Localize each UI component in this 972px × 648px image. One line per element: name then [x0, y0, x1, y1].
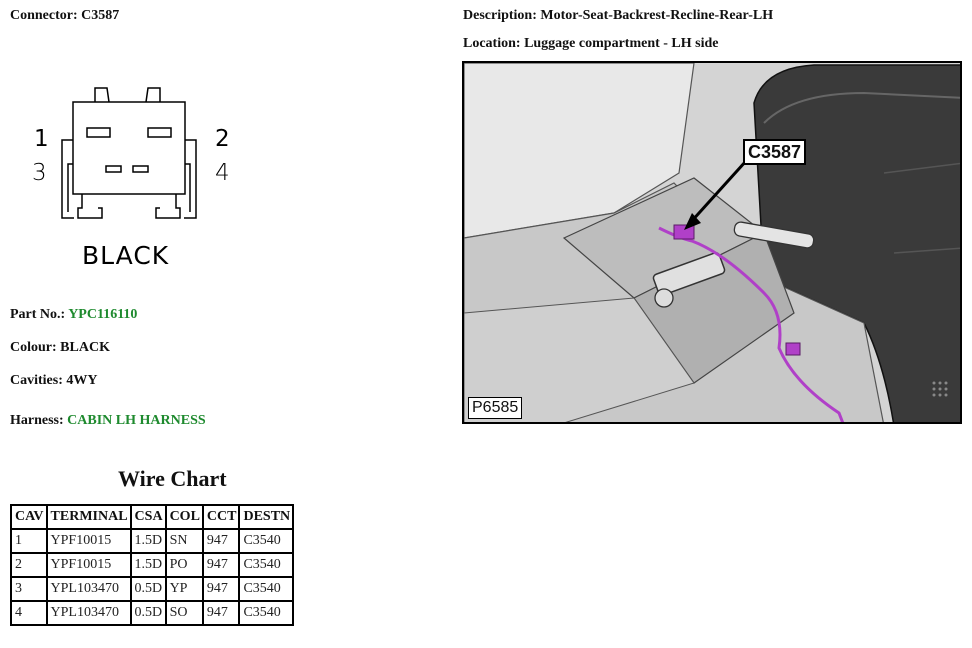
- photo-connector-callout: C3587: [743, 139, 807, 165]
- cell-csa: 1.5D: [129, 528, 167, 554]
- connector-top-tab-right: [145, 87, 161, 103]
- photo-reference-code: P6585: [468, 397, 523, 419]
- pin-label-3: 3: [32, 160, 47, 186]
- cell-destn: C3540: [238, 576, 295, 602]
- colour-line: Colour: BLACK: [10, 340, 110, 356]
- harness-link[interactable]: CABIN LH HARNESS: [67, 413, 206, 428]
- harness-line: Harness: CABIN LH HARNESS: [10, 413, 206, 429]
- colour-label: Colour:: [10, 340, 57, 355]
- location-illustration: [464, 63, 960, 422]
- connector-line: Connector: C3587: [10, 8, 119, 24]
- table-row: 4 YPL103470 0.5D SO 947 C3540: [10, 600, 295, 626]
- location-value: Luggage compartment - LH side: [524, 36, 719, 51]
- description-line: Description: Motor-Seat-Backrest-Recline…: [463, 8, 773, 24]
- cell-col: YP: [164, 576, 204, 602]
- cell-cct: 947: [201, 528, 241, 554]
- connector-label: Connector:: [10, 8, 78, 23]
- cell-cct: 947: [201, 600, 241, 626]
- header-cct: CCT: [201, 504, 241, 530]
- part-no-link[interactable]: YPC116110: [68, 307, 138, 322]
- cell-csa: 0.5D: [129, 600, 167, 626]
- header-cav: CAV: [10, 504, 48, 530]
- description-label: Description:: [463, 8, 537, 23]
- cavity-3: [105, 165, 122, 173]
- header-terminal: TERMINAL: [45, 504, 132, 530]
- cavity-2: [147, 127, 172, 138]
- wire-chart-title: Wire Chart: [118, 466, 227, 491]
- cell-cct: 947: [201, 552, 241, 578]
- part-no-line: Part No.: YPC116110: [10, 307, 137, 323]
- cell-cav: 4: [10, 600, 48, 626]
- cell-terminal: YPF10015: [45, 552, 132, 578]
- cell-cav: 1: [10, 528, 48, 554]
- wire-chart-table: CAV TERMINAL CSA COL CCT DESTN 1 YPF1001…: [10, 504, 295, 626]
- cavities-line: Cavities: 4WY: [10, 373, 98, 389]
- table-row: 1 YPF10015 1.5D SN 947 C3540: [10, 528, 295, 554]
- connector-foot-left: [77, 194, 103, 219]
- cavity-1: [86, 127, 111, 138]
- connector-body: [72, 101, 186, 195]
- connector-top-tab-left: [94, 87, 110, 103]
- wire-chart-header-row: CAV TERMINAL CSA COL CCT DESTN: [10, 504, 295, 530]
- location-line: Location: Luggage compartment - LH side: [463, 36, 719, 52]
- cell-csa: 1.5D: [129, 552, 167, 578]
- cell-cct: 947: [201, 576, 241, 602]
- cell-col: SN: [164, 528, 204, 554]
- cavities-value: 4WY: [66, 373, 98, 388]
- location-label: Location:: [463, 36, 521, 51]
- cavities-label: Cavities:: [10, 373, 63, 388]
- header-col: COL: [164, 504, 204, 530]
- connector-location-photo: [462, 61, 962, 424]
- connector-face-diagram: 1 2 3 4 BLACK: [32, 87, 230, 270]
- pin-label-2: 2: [215, 126, 230, 152]
- cell-terminal: YPL103470: [45, 576, 132, 602]
- harness-label: Harness:: [10, 413, 64, 428]
- cell-csa: 0.5D: [129, 576, 167, 602]
- table-row: 3 YPL103470 0.5D YP 947 C3540: [10, 576, 295, 602]
- colour-value: BLACK: [60, 340, 110, 355]
- cell-cav: 3: [10, 576, 48, 602]
- diagram-colour-text: BLACK: [82, 241, 169, 270]
- connector-latch-left: [61, 139, 74, 219]
- pin-label-4: 4: [215, 160, 230, 186]
- cavity-4: [132, 165, 149, 173]
- description-value: Motor-Seat-Backrest-Recline-Rear-LH: [540, 8, 774, 23]
- cell-destn: C3540: [238, 528, 295, 554]
- connector-value: C3587: [81, 8, 120, 23]
- cell-col: SO: [164, 600, 204, 626]
- cell-terminal: YPL103470: [45, 600, 132, 626]
- cell-terminal: YPF10015: [45, 528, 132, 554]
- pin-label-1: 1: [34, 126, 49, 152]
- header-csa: CSA: [129, 504, 167, 530]
- cell-col: PO: [164, 552, 204, 578]
- header-destn: DESTN: [238, 504, 295, 530]
- cell-destn: C3540: [238, 600, 295, 626]
- cell-cav: 2: [10, 552, 48, 578]
- part-no-label: Part No.:: [10, 307, 66, 322]
- connector-foot-right: [155, 194, 181, 219]
- cell-destn: C3540: [238, 552, 295, 578]
- connector-latch-right: [184, 139, 197, 219]
- table-row: 2 YPF10015 1.5D PO 947 C3540: [10, 552, 295, 578]
